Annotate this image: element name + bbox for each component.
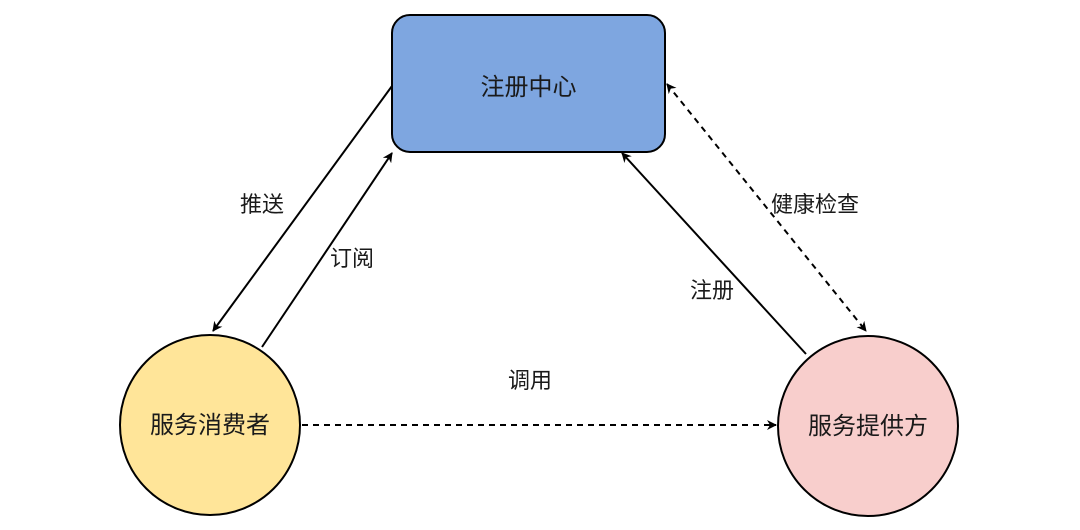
- subscribe-arrow: [261, 152, 393, 348]
- subscribe-label: 订阅: [330, 247, 374, 272]
- provider-node: [777, 335, 959, 517]
- health-check-arrow: [666, 83, 867, 332]
- health-check-label: 健康检查: [771, 193, 859, 218]
- register-label: 注册: [690, 279, 734, 304]
- consumer-node: [119, 334, 301, 516]
- registry-node: [391, 14, 666, 153]
- invoke-label: 调用: [508, 369, 552, 394]
- push-label: 推送: [240, 193, 284, 218]
- consumer-label: 服务消费者: [150, 411, 270, 439]
- provider-label: 服务提供方: [808, 412, 928, 440]
- register-arrow: [621, 152, 807, 355]
- push-arrow: [212, 85, 393, 332]
- registry-label: 注册中心: [481, 73, 577, 101]
